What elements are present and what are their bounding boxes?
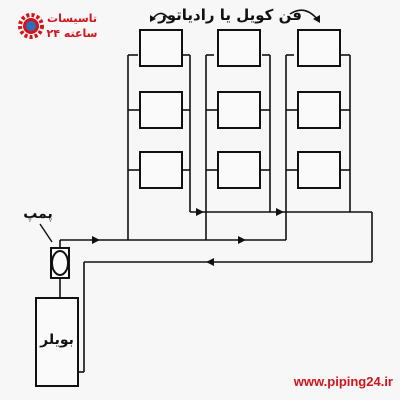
flow-arrow: [196, 208, 204, 216]
radiator-unit: [217, 29, 261, 67]
boiler-label: بویلر: [39, 332, 74, 348]
pump-label: پمپ: [23, 206, 52, 222]
radiator-unit: [297, 151, 341, 189]
radiator-unit: [297, 29, 341, 67]
flow-arrow: [92, 236, 100, 244]
radiator-unit: [217, 91, 261, 129]
pump-symbol: [50, 247, 70, 298]
logo-text-bottom: ۲۴ ساعته: [47, 27, 98, 40]
radiator-unit: [139, 91, 183, 129]
radiator-unit: [217, 151, 261, 189]
radiator-unit: [139, 29, 183, 67]
logo-text-top: تاسیسات: [47, 12, 97, 25]
return-line: [78, 261, 372, 373]
radiator-unit: [297, 91, 341, 129]
gear-icon: [18, 13, 44, 39]
pump-label-leader: [39, 223, 53, 243]
radiator-unit: [139, 151, 183, 189]
radiator-units: [139, 29, 341, 189]
diagram-title: فن کویل یا رادیاتور: [157, 6, 302, 24]
title-arrowhead-right: [313, 15, 320, 23]
branch-pipes: [128, 109, 350, 171]
return-header: [190, 211, 373, 262]
company-logo: تاسیسات ۲۴ ساعته: [18, 12, 98, 40]
flow-arrow: [206, 258, 214, 266]
flow-arrow: [276, 208, 284, 216]
website-url: www.piping24.ir: [293, 374, 393, 389]
riser-frames: [127, 54, 351, 240]
boiler-tank: [35, 297, 79, 387]
flow-arrow: [238, 236, 246, 244]
title-arrowhead-left: [150, 15, 156, 22]
